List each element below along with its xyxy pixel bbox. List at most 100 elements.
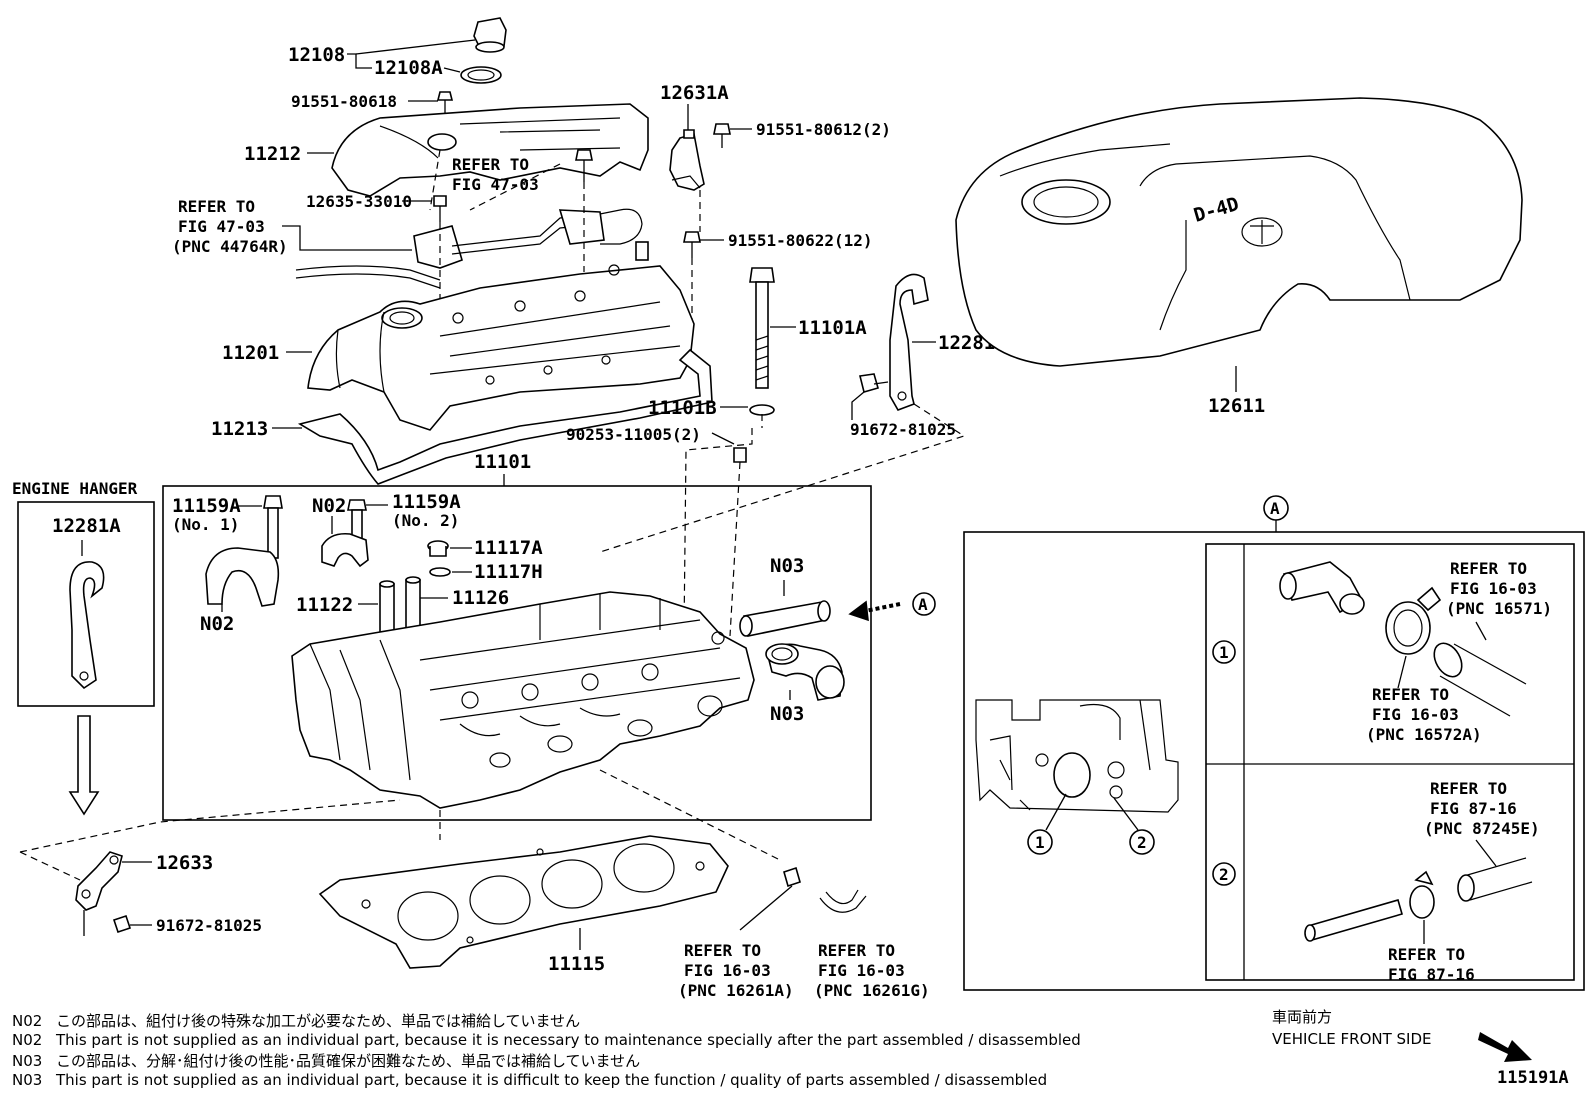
note-n02-jp: N02 この部品は、組付け後の特殊な加工が必要なため、単品では補給していません — [12, 1012, 580, 1031]
label-91551-80618: 91551-80618 — [291, 92, 397, 111]
refer-87245E-line1: REFER TO — [1430, 779, 1507, 798]
arrow-down-icon — [68, 715, 100, 816]
detail-callout-2-text: 2 — [1137, 833, 1147, 852]
gasket-11117H — [429, 567, 451, 577]
row2-num: 2 — [1219, 865, 1229, 884]
label-12611: 12611 — [1208, 395, 1265, 417]
refer-fig-47-03-b-line3: (PNC 44764R) — [172, 237, 288, 256]
refer-fig-47-03-a-line2: FIG 47-03 — [452, 175, 539, 194]
elbow-n03 — [765, 643, 845, 701]
label-11122: 11122 — [296, 594, 353, 616]
note-text: この部品は、分解･組付け後の性能･品質確保が困難なため、単品では補給していません — [56, 1052, 641, 1070]
note-text: This part is not supplied as an individu… — [56, 1031, 1081, 1049]
detail-table — [1205, 543, 1575, 981]
label-n02-b: N02 — [200, 613, 234, 635]
detail-callout-1 — [1027, 829, 1053, 855]
note-code: N03 — [12, 1071, 43, 1089]
callout-a — [912, 592, 936, 616]
label-91672-81025-bottom: 91672-81025 — [156, 916, 262, 935]
label-11126: 11126 — [452, 587, 509, 609]
detail-callout-2 — [1129, 829, 1155, 855]
refer-87-16-line2: FIG 87-16 — [1388, 965, 1475, 984]
washer-11101B — [749, 404, 775, 416]
refer-16572A-line1: REFER TO — [1372, 685, 1449, 704]
vehicle-front-en: VEHICLE FRONT SIDE — [1272, 1030, 1432, 1048]
engine-hanger-box — [17, 501, 155, 707]
bolt-91672-81025-bottom — [112, 914, 132, 934]
refer-fig-47-03-b-line1: REFER TO — [178, 197, 255, 216]
guide-11122 — [379, 580, 395, 633]
note-text: この部品は、組付け後の特殊な加工が必要なため、単品では補給していません — [56, 1012, 581, 1030]
label-11213: 11213 — [211, 418, 268, 440]
refer-16261A-line2: FIG 16-03 — [684, 961, 771, 980]
refer-16261G-line1: REFER TO — [818, 941, 895, 960]
cylinder-head — [291, 591, 755, 809]
label-12108: 12108 — [288, 44, 345, 66]
label-11115: 11115 — [548, 953, 605, 975]
hanger-part-boxed — [69, 561, 105, 690]
cylinder-head-cover — [307, 264, 695, 431]
ventilation-hose — [295, 208, 649, 289]
label-11117H: 11117H — [474, 561, 543, 583]
engine-hanger-12281A — [889, 273, 929, 411]
refer-fig-47-03-a-line1: REFER TO — [452, 155, 529, 174]
label-12108A: 12108A — [374, 57, 443, 79]
vehicle-front-jp: 車両前方 — [1272, 1008, 1333, 1026]
head-cover-gasket — [297, 348, 713, 485]
label-11159A-no1: 11159A — [172, 495, 241, 517]
cylinder-head-gasket — [318, 835, 729, 969]
fitting-small — [783, 866, 801, 888]
refer-16261A-line1: REFER TO — [684, 941, 761, 960]
label-90253-11005: 90253-11005(2) — [566, 425, 701, 444]
row1-elbow-pipe — [1279, 561, 1365, 615]
refer-16261G-line3: (PNC 16261G) — [814, 981, 930, 1000]
refer-16571-line3: (PNC 16571) — [1446, 599, 1552, 618]
bolt-12635-33010 — [433, 195, 447, 222]
bracket-12633 — [75, 851, 123, 936]
detail-a-text: A — [1270, 499, 1280, 518]
callout-a-text: A — [918, 595, 928, 614]
refer-16571-line2: FIG 16-03 — [1450, 579, 1537, 598]
hose-16261G — [819, 889, 867, 913]
bearing-cap-n02-left — [205, 547, 280, 607]
refer-16572A-line3: (PNC 16572A) — [1366, 725, 1482, 744]
row1-num: 1 — [1219, 643, 1229, 662]
label-12633: 12633 — [156, 852, 213, 874]
label-11117A: 11117A — [474, 537, 543, 559]
detail-engine-sketch — [975, 699, 1179, 813]
label-n03-a: N03 — [770, 555, 804, 577]
cylinder-head-box — [162, 485, 872, 821]
bolt-91551-80622 — [683, 231, 701, 258]
label-no2: (No. 2) — [392, 511, 459, 530]
label-11212: 11212 — [244, 143, 301, 165]
note-code: N02 — [12, 1012, 43, 1030]
refer-16261A-line3: (PNC 16261A) — [678, 981, 794, 1000]
note-n02-en: N02 This part is not supplied as an indiv… — [12, 1031, 1081, 1050]
label-12635-33010: 12635-33010 — [306, 192, 412, 211]
note-text: This part is not supplied as an individu… — [56, 1071, 1048, 1089]
pipe-n03 — [739, 600, 831, 637]
detail-callout-1-text: 1 — [1035, 833, 1045, 852]
guide-11126 — [405, 576, 421, 629]
label-11101B: 11101B — [648, 397, 717, 419]
note-n03-en: N03 This part is not supplied as an indiv… — [12, 1071, 1047, 1090]
label-11101: 11101 — [474, 451, 531, 473]
row2-pipe — [1304, 899, 1403, 942]
engine-cover-upper — [331, 103, 649, 197]
label-91672-81025-top: 91672-81025 — [850, 420, 956, 439]
label-91551-80612: 91551-80612(2) — [756, 120, 891, 139]
oil-filler-cap — [460, 17, 507, 84]
refer-87245E-line3: (PNC 87245E) — [1424, 819, 1540, 838]
bolt-small-center — [575, 149, 593, 182]
label-engine-hanger: ENGINE HANGER — [12, 479, 138, 498]
label-n02-a: N02 — [312, 495, 346, 517]
label-11201: 11201 — [222, 342, 279, 364]
plug-11117A — [427, 540, 449, 557]
row2-num-circle — [1212, 862, 1236, 886]
bolt-11159A-no1 — [263, 495, 283, 559]
refer-16261G-line2: FIG 16-03 — [818, 961, 905, 980]
row2-hose — [1457, 857, 1533, 902]
note-code: N02 — [12, 1031, 43, 1049]
